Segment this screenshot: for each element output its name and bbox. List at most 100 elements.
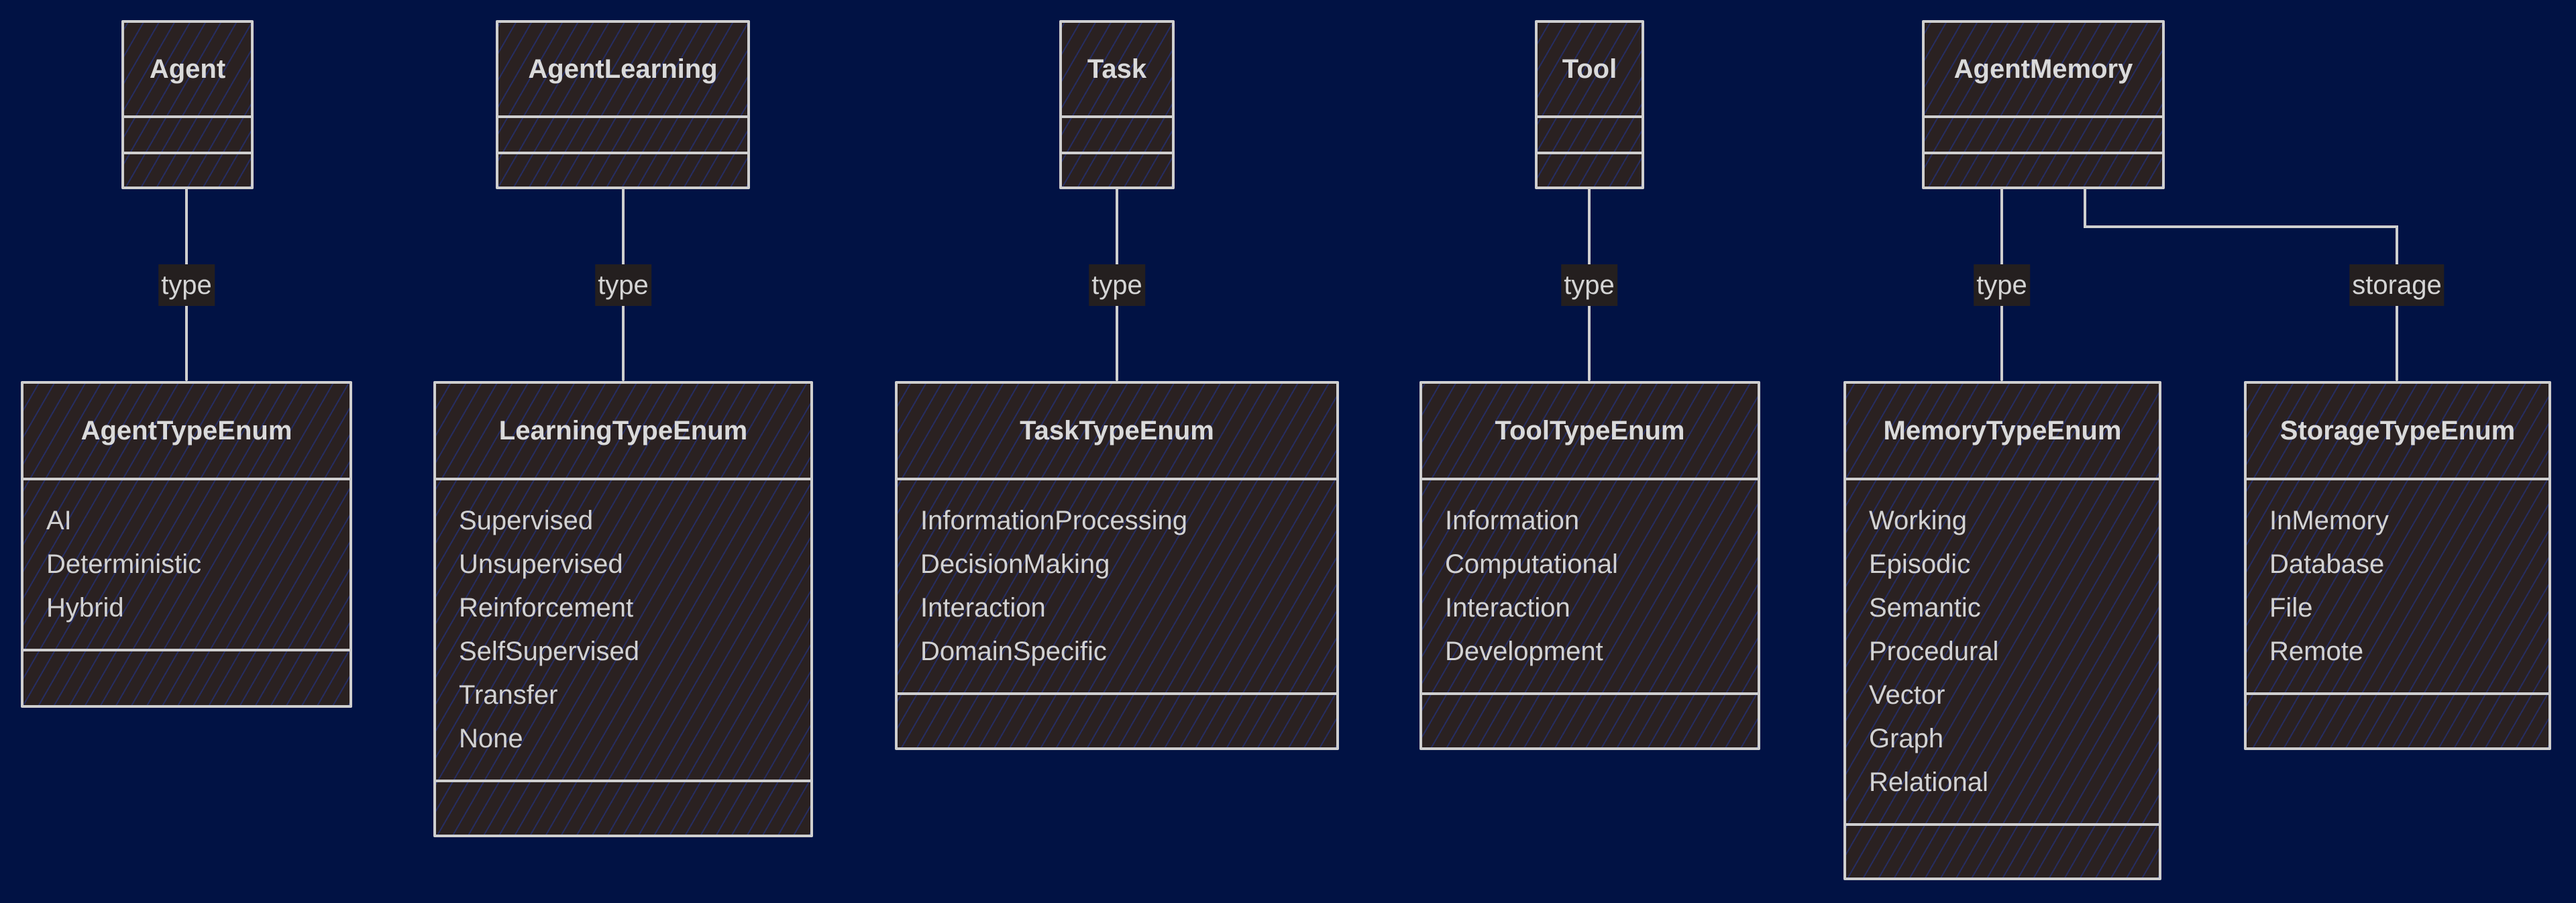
class-divider bbox=[23, 478, 350, 480]
enum-value: DomainSpecific bbox=[920, 637, 1107, 666]
class-title: AgentLearning bbox=[528, 54, 718, 84]
class-learningtypeenum: LearningTypeEnum Supervised Unsupervised… bbox=[433, 381, 813, 837]
class-attributes-section bbox=[498, 118, 747, 152]
class-divider bbox=[436, 478, 810, 480]
enum-value: Development bbox=[1445, 637, 1603, 666]
enum-value: Graph bbox=[1869, 724, 1944, 753]
class-memorytypeenum: MemoryTypeEnum Working Episodic Semantic… bbox=[1843, 381, 2161, 880]
class-methods-section bbox=[1062, 154, 1172, 187]
class-methods-section bbox=[1925, 154, 2162, 187]
enum-value: Transfer bbox=[459, 680, 558, 710]
class-title: MemoryTypeEnum bbox=[1883, 415, 2122, 445]
class-title: TaskTypeEnum bbox=[1020, 415, 1214, 445]
class-methods-section bbox=[498, 154, 747, 187]
class-divider bbox=[898, 478, 1336, 480]
class-divider bbox=[436, 780, 810, 782]
class-task: Task bbox=[1059, 20, 1175, 189]
enum-value: Deterministic bbox=[46, 549, 202, 579]
class-divider bbox=[1925, 152, 2162, 154]
enum-value: Interaction bbox=[1445, 593, 1570, 623]
class-agenttypeenum: AgentTypeEnum AI Deterministic Hybrid bbox=[21, 381, 352, 708]
class-attributes-section bbox=[124, 118, 251, 152]
class-title: LearningTypeEnum bbox=[498, 415, 748, 445]
class-title: AgentTypeEnum bbox=[80, 415, 292, 445]
class-title: Task bbox=[1087, 54, 1147, 84]
class-divider bbox=[1846, 823, 2159, 826]
class-agent: Agent bbox=[121, 20, 254, 189]
class-divider bbox=[23, 649, 350, 651]
class-tooltypeenum: ToolTypeEnum Information Computational I… bbox=[1419, 381, 1760, 750]
class-attributes-section: InformationProcessing DecisionMaking Int… bbox=[898, 480, 1336, 692]
class-divider bbox=[1062, 152, 1172, 154]
class-attributes-section: InMemory Database File Remote bbox=[2247, 480, 2548, 692]
class-methods-section bbox=[898, 695, 1336, 747]
enum-value: Vector bbox=[1869, 680, 1945, 710]
class-title: Tool bbox=[1562, 54, 1617, 84]
relation-label-agentmemory-storage: storage bbox=[2349, 264, 2445, 306]
class-attributes-section bbox=[1538, 118, 1642, 152]
relation-label-tool-type: type bbox=[1561, 264, 1617, 306]
class-attributes-section: Information Computational Interaction De… bbox=[1422, 480, 1758, 692]
relation-label-agentlearning-type: type bbox=[595, 264, 651, 306]
enum-value: Reinforcement bbox=[459, 593, 634, 623]
class-divider bbox=[124, 115, 251, 118]
enum-value: InformationProcessing bbox=[920, 506, 1187, 535]
relation-label-task-type: type bbox=[1089, 264, 1145, 306]
class-divider bbox=[498, 152, 747, 154]
enum-value: File bbox=[2269, 593, 2313, 623]
enum-value: Computational bbox=[1445, 549, 1618, 579]
class-methods-section bbox=[124, 154, 251, 187]
relation-label-agent-type: type bbox=[158, 264, 215, 306]
class-methods-section bbox=[1538, 154, 1642, 187]
enum-value: Working bbox=[1869, 506, 1967, 535]
class-title: StorageTypeEnum bbox=[2279, 415, 2516, 445]
class-title: AgentMemory bbox=[1953, 54, 2133, 84]
enum-value: Supervised bbox=[459, 506, 594, 535]
class-methods-section bbox=[1846, 826, 2159, 878]
class-divider bbox=[1422, 478, 1758, 480]
class-methods-section bbox=[23, 651, 350, 705]
class-divider bbox=[898, 692, 1336, 695]
class-attributes-section: Supervised Unsupervised Reinforcement Se… bbox=[436, 480, 810, 780]
class-divider bbox=[498, 115, 747, 118]
class-storagetypeenum: StorageTypeEnum InMemory Database File R… bbox=[2244, 381, 2551, 750]
enum-value: Procedural bbox=[1869, 637, 1999, 666]
enum-value: DecisionMaking bbox=[920, 549, 1110, 579]
enum-value: Database bbox=[2269, 549, 2385, 579]
class-divider bbox=[2247, 692, 2548, 695]
class-attributes-section: Working Episodic Semantic Procedural Vec… bbox=[1846, 480, 2159, 823]
class-tasktypeenum: TaskTypeEnum InformationProcessing Decis… bbox=[895, 381, 1339, 750]
enum-value: Relational bbox=[1869, 767, 1988, 797]
class-divider bbox=[1538, 152, 1642, 154]
class-divider bbox=[1062, 115, 1172, 118]
class-divider bbox=[1925, 115, 2162, 118]
class-attributes-section bbox=[1062, 118, 1172, 152]
enum-value: Unsupervised bbox=[459, 549, 623, 579]
enum-value: Information bbox=[1445, 506, 1580, 535]
enum-value: Semantic bbox=[1869, 593, 1981, 623]
enum-value: None bbox=[459, 724, 523, 753]
class-title: ToolTypeEnum bbox=[1495, 415, 1685, 445]
enum-value: AI bbox=[46, 506, 72, 535]
class-agentlearning: AgentLearning bbox=[496, 20, 750, 189]
class-methods-section bbox=[436, 782, 810, 835]
enum-value: Episodic bbox=[1869, 549, 1971, 579]
enum-value: SelfSupervised bbox=[459, 637, 640, 666]
enum-value: Remote bbox=[2269, 637, 2364, 666]
class-divider bbox=[1422, 692, 1758, 695]
class-title: Agent bbox=[149, 54, 226, 84]
enum-value: Hybrid bbox=[46, 593, 124, 623]
class-tool: Tool bbox=[1535, 20, 1644, 189]
class-agentmemory: AgentMemory bbox=[1922, 20, 2165, 189]
class-divider bbox=[1846, 478, 2159, 480]
enum-value: InMemory bbox=[2269, 506, 2389, 535]
class-methods-section bbox=[2247, 695, 2548, 747]
class-divider bbox=[124, 152, 251, 154]
relation-label-agentmemory-type: type bbox=[1974, 264, 2030, 306]
class-attributes-section: AI Deterministic Hybrid bbox=[23, 480, 350, 649]
class-attributes-section bbox=[1925, 118, 2162, 152]
class-methods-section bbox=[1422, 695, 1758, 747]
class-divider bbox=[1538, 115, 1642, 118]
enum-value: Interaction bbox=[920, 593, 1046, 623]
